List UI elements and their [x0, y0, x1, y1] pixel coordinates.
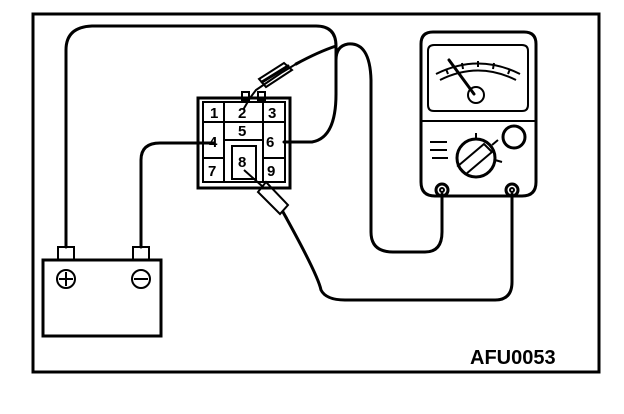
meter-jack-negative — [504, 182, 520, 198]
meter-scale-marks — [430, 141, 448, 159]
multimeter — [419, 30, 538, 198]
wire-probe-red — [294, 44, 338, 66]
connector-pin-6: 6 — [266, 134, 274, 151]
meter-jack-positive — [434, 182, 450, 198]
connector-pin-4: 4 — [209, 134, 218, 151]
wire-probe-black — [281, 192, 514, 302]
connector-pin-2: 2 — [238, 105, 246, 122]
meter-needle — [447, 58, 476, 96]
connector-pin-7: 7 — [208, 163, 216, 180]
plus-terminal-icon — [56, 269, 76, 289]
meter-zero-adjust-knob — [501, 124, 527, 150]
connector-pin-3: 3 — [268, 105, 276, 122]
battery-positive-post — [57, 246, 75, 261]
test-probe-lower — [243, 169, 290, 219]
battery-negative-post — [132, 246, 150, 261]
wire-pin6-loop — [282, 42, 444, 254]
connector-block — [196, 91, 292, 190]
connector-pin-9: 9 — [267, 163, 275, 180]
wire-battery-negative — [139, 141, 216, 249]
wire-battery-positive — [64, 24, 338, 249]
figure-id-label: AFU0053 — [470, 347, 556, 369]
battery — [41, 246, 163, 338]
connector-pin-8: 8 — [238, 154, 246, 171]
minus-terminal-icon — [131, 269, 151, 289]
connector-pin-1: 1 — [210, 105, 218, 122]
meter-needle-pivot — [467, 86, 485, 104]
connector-pin-5: 5 — [238, 123, 246, 140]
diagram-frame — [31, 12, 601, 374]
meter-display-window — [427, 44, 529, 112]
